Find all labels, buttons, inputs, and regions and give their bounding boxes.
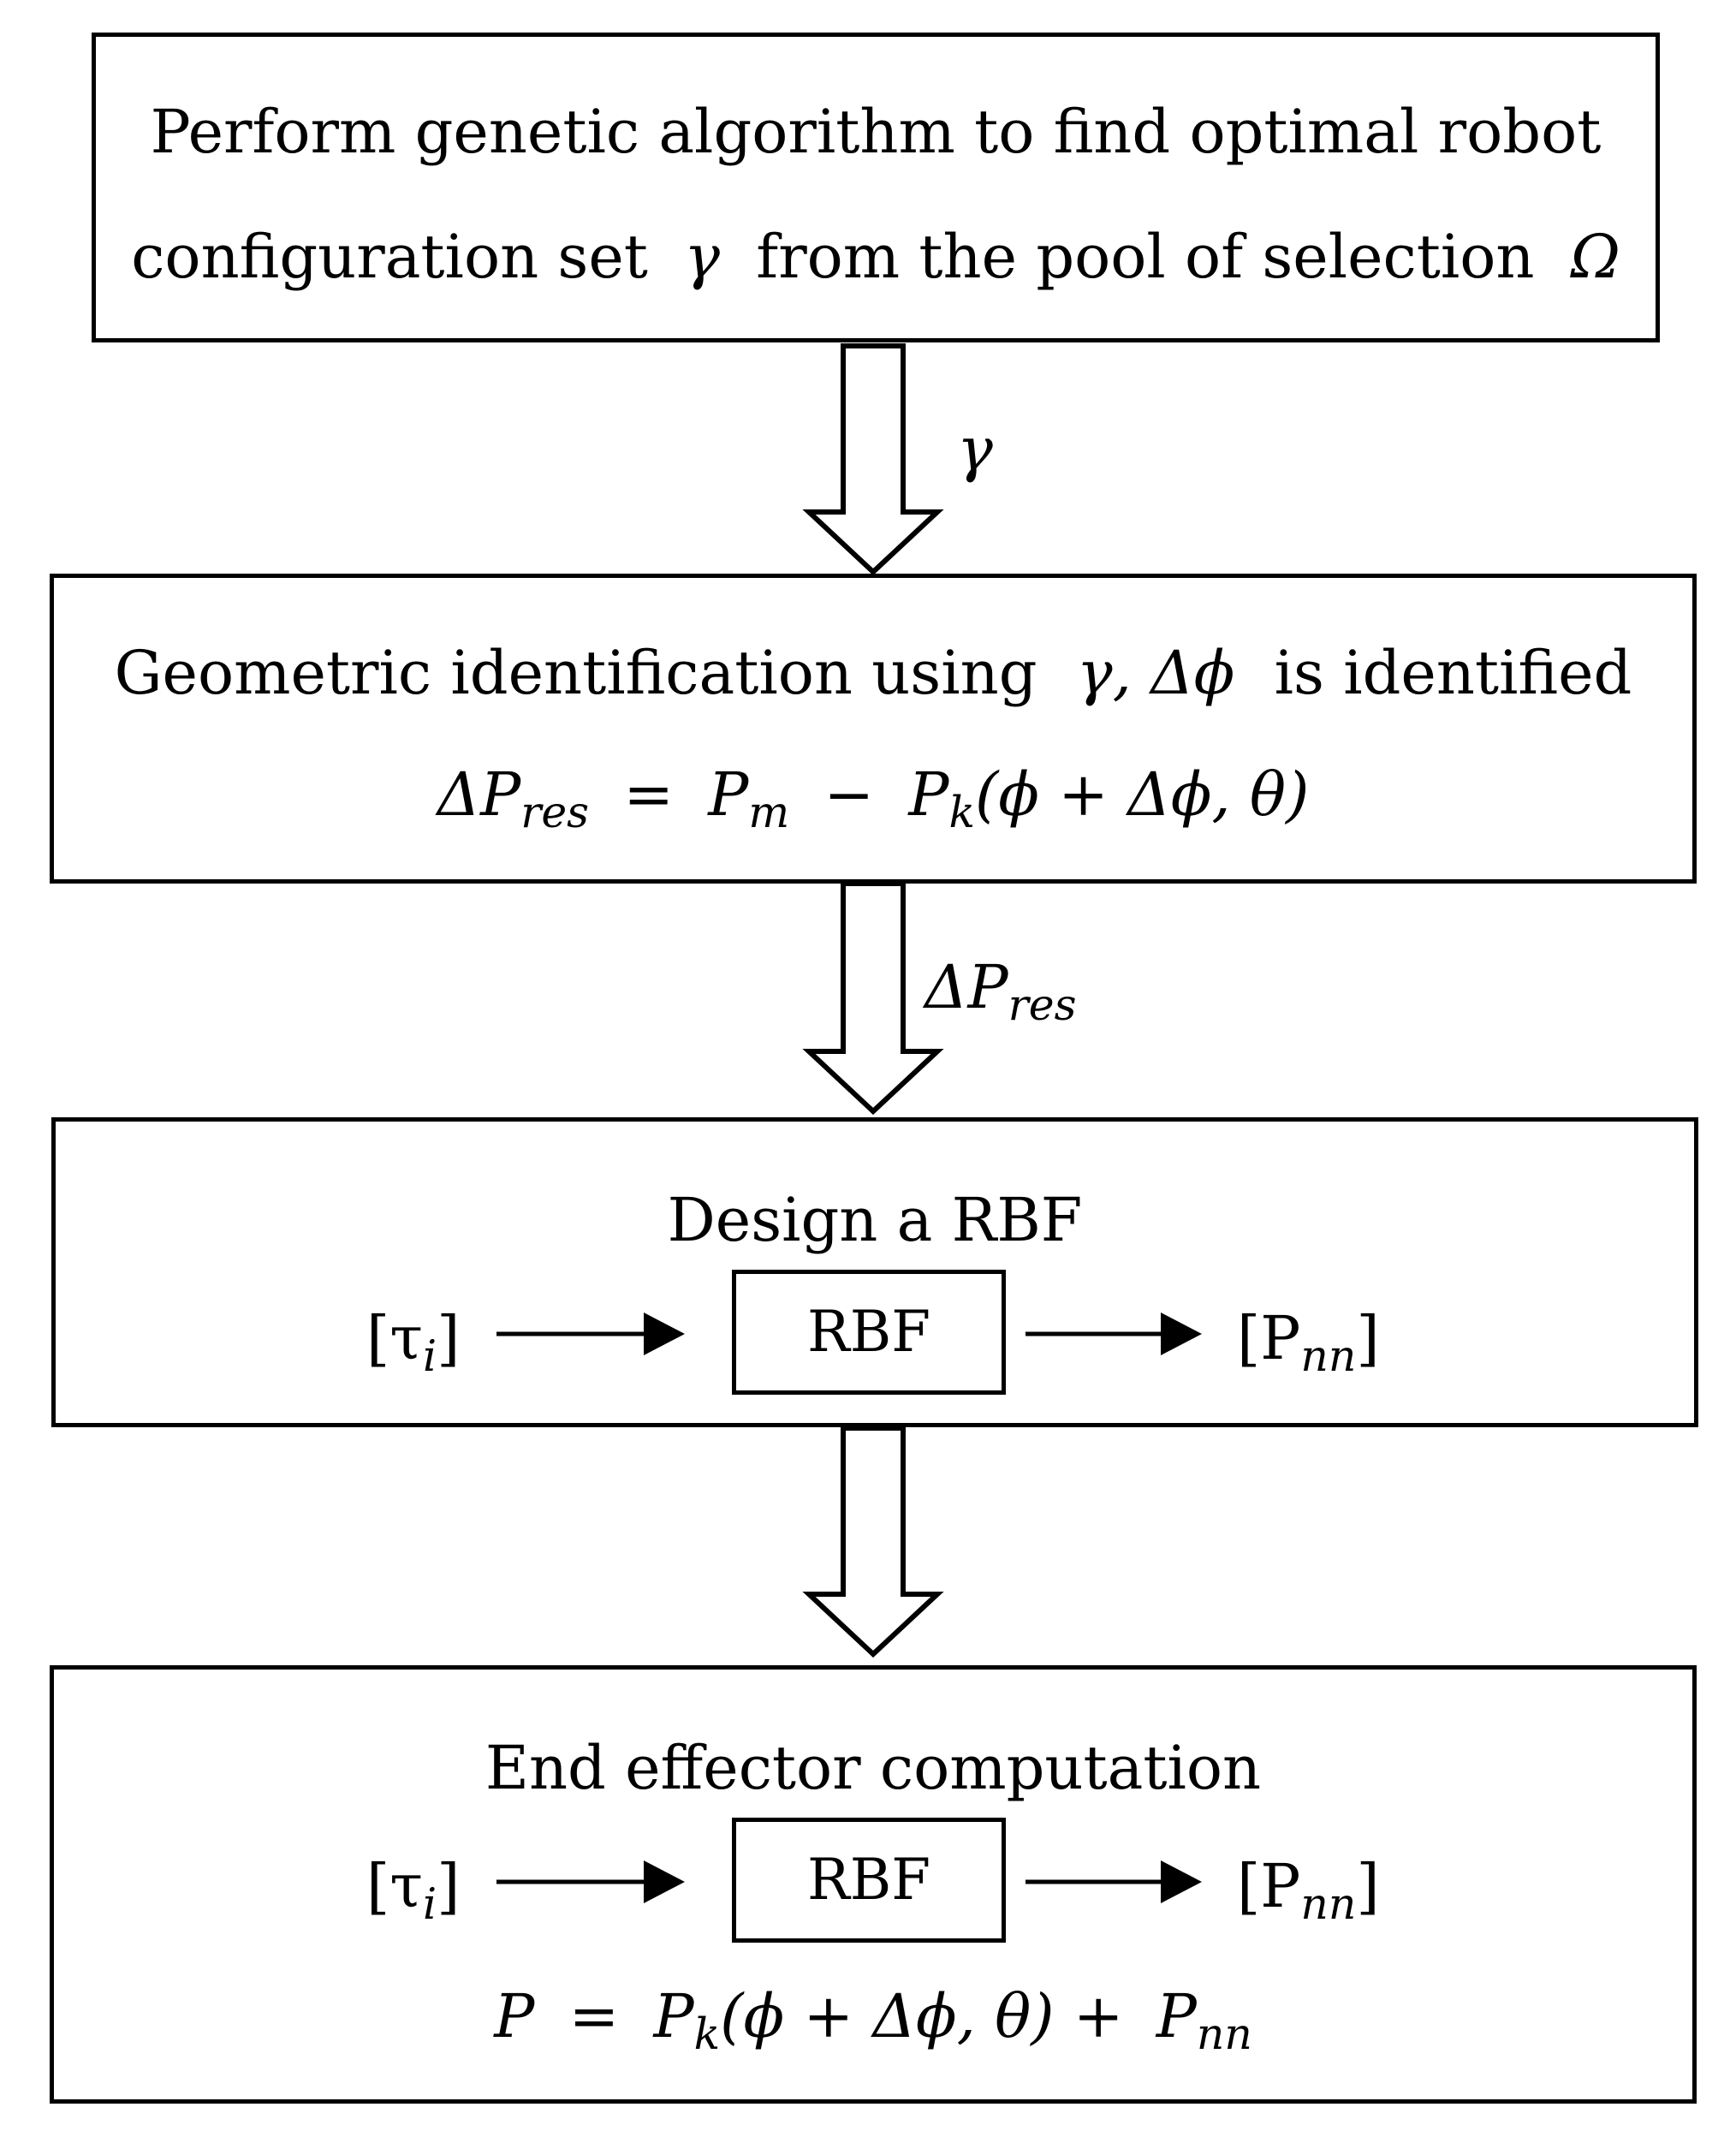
box4-rbf-block: RBF xyxy=(732,1818,1006,1943)
box3-title: Design a RBF xyxy=(667,1185,1083,1255)
box4-title: End effector computation xyxy=(485,1733,1262,1803)
box4-output: [Pnn] xyxy=(1237,1851,1380,1930)
gamma-delta-phi-symbols: γ, Δϕ xyxy=(1076,638,1235,708)
box2-equation: ΔPres = Pm − Pk(ϕ + Δϕ, θ) xyxy=(437,759,1310,838)
box3-rbf-block: RBF xyxy=(732,1270,1006,1395)
arrow1-label: γ xyxy=(957,414,993,485)
box3-output: [Pnn] xyxy=(1237,1303,1380,1382)
arrow2-label: ΔPres xyxy=(924,952,1077,1031)
box-genetic-algorithm: Perform genetic algorithm to find optima… xyxy=(92,33,1660,342)
gamma-symbol: γ xyxy=(684,222,721,292)
box2-line1: Geometric identification using γ, Δϕ is … xyxy=(114,638,1632,708)
box1-line2: configuration set γ from the pool of sel… xyxy=(131,222,1620,292)
omega-symbol: Ω xyxy=(1570,222,1620,292)
box3-input: [τi] xyxy=(366,1303,461,1382)
box1-line1: Perform genetic algorithm to find optima… xyxy=(150,97,1602,167)
box-geometric-identification: Geometric identification using γ, Δϕ is … xyxy=(50,574,1697,884)
box4-input: [τi] xyxy=(366,1851,461,1930)
box4-equation: P = Pk(ϕ + Δϕ, θ) + Pnn xyxy=(494,1981,1252,2060)
